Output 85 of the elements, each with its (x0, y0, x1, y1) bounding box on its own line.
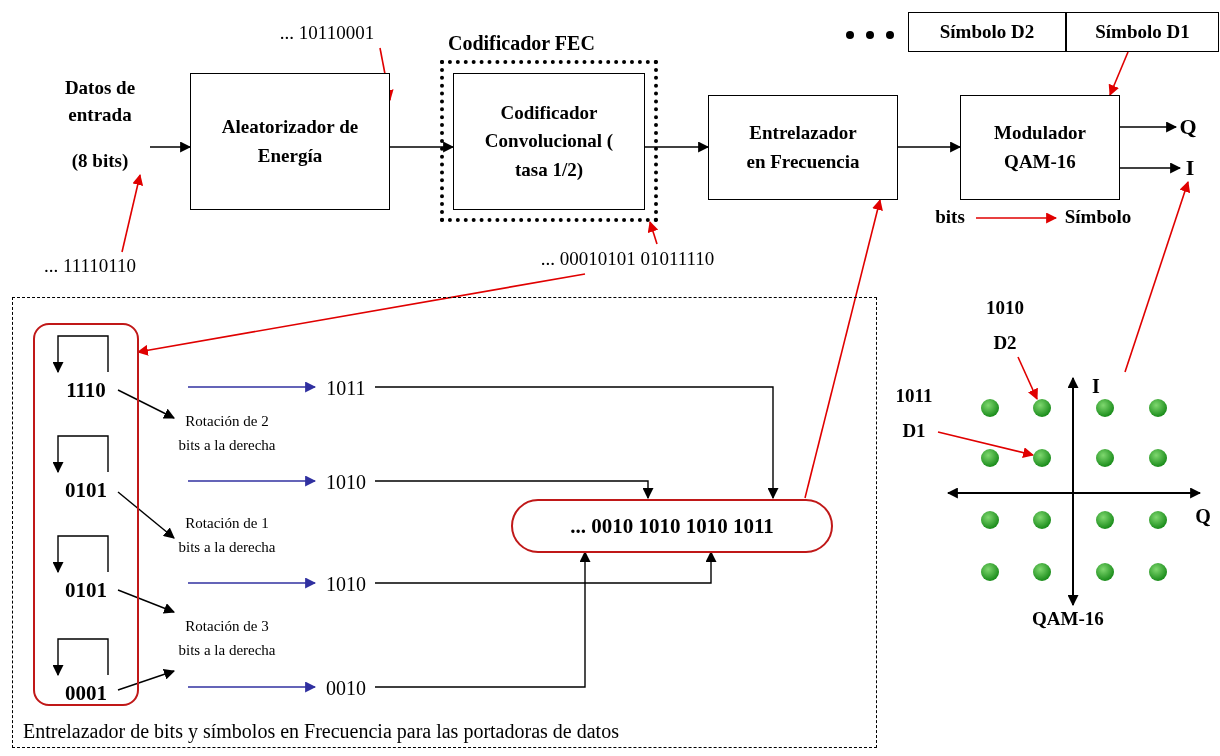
arrow (389, 141, 455, 153)
pointer-arrow (121, 173, 144, 253)
process-box: Modulador QAM-16 (960, 95, 1120, 200)
process-box: Aleatorizador de Energía (190, 73, 390, 210)
pointer-arrow (1108, 51, 1129, 96)
process-box: Entrelazador en Frecuencia (708, 95, 898, 200)
bit-sequence: ... 00010101 01011110 (495, 244, 760, 274)
arrow (52, 638, 109, 677)
symbol-cell: Símbolo D2 (908, 12, 1066, 52)
arrow (52, 535, 109, 574)
arrow (117, 389, 175, 419)
bit-group: 1110 (51, 375, 121, 405)
arrow (374, 480, 654, 500)
constellation-point (981, 399, 999, 417)
arrow (1119, 162, 1182, 174)
constellation-point (981, 449, 999, 467)
bold-label: bits (924, 203, 976, 231)
bit-sequence: ... 11110110 (28, 252, 152, 280)
arrow (117, 668, 176, 691)
arrow (52, 435, 109, 474)
rotated-bits: 1011 (316, 373, 376, 403)
group-heading: Codificador FEC (448, 32, 595, 55)
pointer-arrow (1017, 356, 1038, 400)
arrow (374, 550, 717, 584)
arrow (374, 550, 591, 688)
process-box: Codificador Convolucional ( tasa 1/2) (453, 73, 645, 210)
constellation-point (1033, 449, 1051, 467)
arrow (644, 141, 710, 153)
arrow (187, 475, 317, 487)
rotation-note: Rotación de 1 bits a la derecha (175, 501, 279, 569)
arrow (187, 381, 317, 393)
register-column (33, 323, 139, 706)
bit-sequence: ... 10110001 (252, 18, 402, 48)
rotated-bits: 1010 (316, 569, 376, 599)
constellation-point (1149, 399, 1167, 417)
constellation-point (1033, 563, 1051, 581)
rotation-note: Rotación de 3 bits a la derecha (175, 604, 279, 672)
constellation-point (1149, 563, 1167, 581)
pointer-arrow (804, 198, 883, 499)
axis-label: Q (1194, 504, 1212, 528)
bold-label: Datos de entrada (63, 76, 137, 127)
arrow (374, 386, 779, 500)
arrow (1119, 121, 1178, 133)
constellation-point (1096, 563, 1114, 581)
constellation-point (1149, 449, 1167, 467)
arrow (187, 577, 317, 589)
pointer-arrow (937, 431, 1035, 458)
rotated-bits: 0010 (316, 673, 376, 703)
constellation-point (1149, 511, 1167, 529)
bold-label: 1011 (895, 384, 933, 408)
symbol-cell: Símbolo D1 (1066, 12, 1219, 52)
pointer-arrow (975, 212, 1058, 224)
bold-label: D2 (993, 331, 1017, 356)
pointer-arrow (647, 220, 659, 245)
bold-label: 1010 (986, 296, 1024, 320)
output-label: Q (1176, 113, 1200, 141)
constellation-point (1096, 449, 1114, 467)
arrow (187, 681, 317, 693)
axis-label: I (1091, 374, 1101, 398)
rotation-note: Rotación de 2 bits a la derecha (175, 399, 279, 467)
constellation-point (1096, 511, 1114, 529)
constellation-point (1033, 399, 1051, 417)
dashed-panel (12, 297, 877, 748)
arrow (52, 335, 109, 374)
arrow (117, 589, 175, 614)
arrow (117, 491, 175, 539)
constellation-point (981, 563, 999, 581)
bold-label: D1 (902, 419, 926, 444)
bold-label: (8 bits) (71, 149, 129, 174)
bit-group: 0101 (51, 475, 121, 505)
constellation-caption: QAM-16 (1032, 608, 1104, 630)
pointer-arrow (1124, 180, 1191, 373)
bit-group: 0001 (51, 678, 121, 708)
arrow (897, 141, 962, 153)
panel-caption: Entrelazador de bits y símbolos en Frecuencia para las portadoras de datos (23, 720, 619, 743)
symbol-sequence-box: ... 0010 1010 1010 1011 (511, 499, 833, 553)
constellation-point (1096, 399, 1114, 417)
pointer-arrow (136, 273, 586, 356)
rotated-bits: 1010 (316, 467, 376, 497)
output-label: I (1180, 154, 1200, 182)
bold-label: Símbolo (1056, 203, 1140, 231)
arrow (149, 141, 192, 153)
constellation-point (1033, 511, 1051, 529)
constellation-point (981, 511, 999, 529)
bit-group: 0101 (51, 575, 121, 605)
